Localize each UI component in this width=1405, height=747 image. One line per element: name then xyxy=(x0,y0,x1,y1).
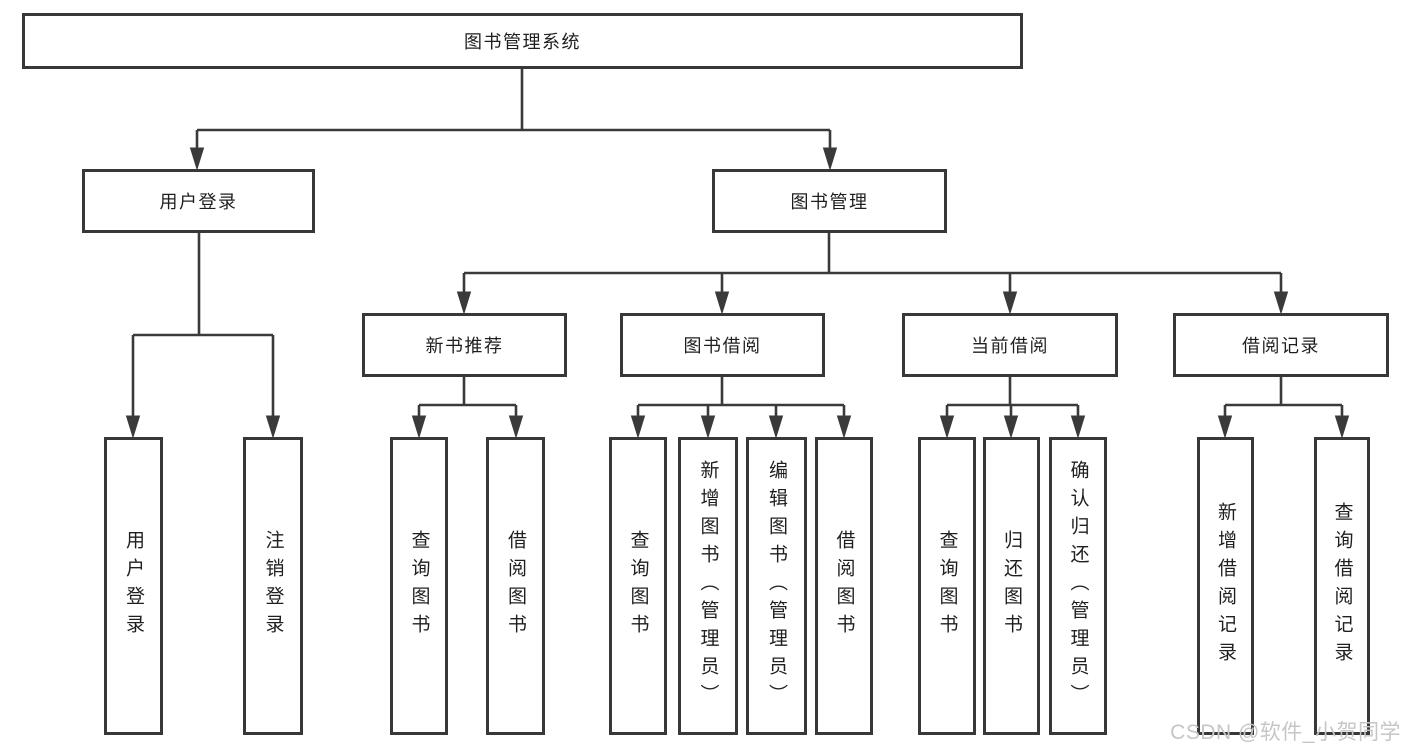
node-label: 查询图书 xyxy=(936,530,958,642)
node-label: 用户登录 xyxy=(159,192,238,212)
leaf-user-login: 用户登录 xyxy=(104,437,163,735)
leaf-borrowing-edit-book-admin: 编辑图书（管理员） xyxy=(746,437,807,735)
node-label: 借阅图书 xyxy=(833,530,855,642)
node-label: 查询图书 xyxy=(408,530,430,642)
node-label: 编辑图书（管理员） xyxy=(766,460,787,712)
node-new-book-recommend: 新书推荐 xyxy=(362,313,567,377)
node-label: 新增借阅记录 xyxy=(1215,502,1236,670)
node-book-borrowing: 图书借阅 xyxy=(620,313,825,377)
node-label: 归还图书 xyxy=(1001,530,1022,642)
leaf-borrowing-add-book-admin: 新增图书（管理员） xyxy=(678,437,738,735)
node-label: 查询图书 xyxy=(627,530,649,642)
node-label: 查询借阅记录 xyxy=(1331,502,1353,670)
node-label: 借阅图书 xyxy=(505,530,526,642)
csdn-watermark: CSDN @软件_小贺同学 xyxy=(1170,721,1401,744)
leaf-current-return-book: 归还图书 xyxy=(983,437,1040,735)
leaf-current-confirm-return-admin: 确认归还（管理员） xyxy=(1049,437,1107,735)
node-label: 新增图书（管理员） xyxy=(697,460,719,712)
leaf-current-query-book: 查询图书 xyxy=(918,437,976,735)
node-label: 借阅记录 xyxy=(1242,336,1320,356)
node-label: 图书管理系统 xyxy=(464,32,581,52)
node-user-login: 用户登录 xyxy=(82,169,315,233)
leaf-logout-login: 注销登录 xyxy=(243,437,303,735)
node-label: 图书借阅 xyxy=(683,336,762,356)
leaf-borrowing-query-book: 查询图书 xyxy=(609,437,667,735)
leaf-records-add-record: 新增借阅记录 xyxy=(1197,437,1254,735)
node-current-borrowing: 当前借阅 xyxy=(902,313,1118,377)
leaf-recommend-borrow-book: 借阅图书 xyxy=(486,437,545,735)
node-label: 用户登录 xyxy=(123,530,144,642)
node-label: 新书推荐 xyxy=(425,336,504,356)
node-label: 图书管理 xyxy=(790,192,869,212)
node-label: 确认归还（管理员） xyxy=(1067,460,1089,712)
leaf-records-query-record: 查询借阅记录 xyxy=(1314,437,1370,735)
node-label: 注销登录 xyxy=(262,530,284,642)
leaf-recommend-query-book: 查询图书 xyxy=(390,437,448,735)
node-book-management-system: 图书管理系统 xyxy=(22,13,1023,69)
node-book-management: 图书管理 xyxy=(712,169,947,233)
leaf-borrowing-borrow-book: 借阅图书 xyxy=(815,437,873,735)
node-label: 当前借阅 xyxy=(971,336,1049,356)
node-borrow-records: 借阅记录 xyxy=(1173,313,1389,377)
